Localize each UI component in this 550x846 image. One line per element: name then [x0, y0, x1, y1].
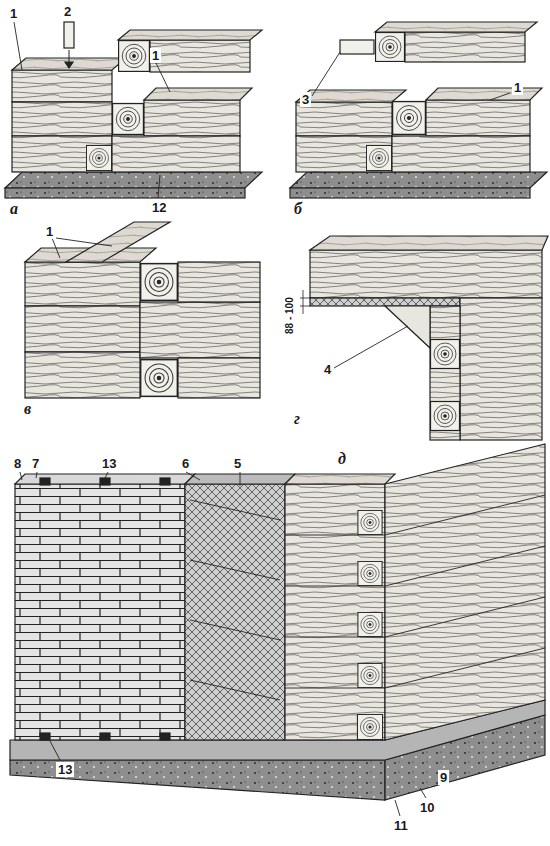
callout-number: 13: [56, 762, 74, 777]
callout-number: 4: [322, 362, 333, 377]
callout-number: 1: [8, 6, 19, 21]
callout-number: 1: [512, 80, 523, 95]
callout-number: 10: [418, 800, 436, 815]
dimension-label: 88 - 100: [284, 295, 296, 336]
callout-number: 9: [438, 770, 449, 785]
callout-number: 7: [30, 456, 41, 471]
callout-number: 12: [150, 200, 168, 215]
panel-letter: д: [336, 450, 348, 468]
callout-number: 6: [180, 456, 191, 471]
callout-number: 1: [44, 224, 55, 239]
callout-number: 8: [12, 456, 23, 471]
panel-letter: в: [22, 400, 33, 418]
panel-letter: г: [292, 410, 302, 428]
panel-letter: а: [8, 200, 20, 218]
callout-number: 11: [392, 818, 410, 833]
callout-number: 1: [150, 48, 161, 63]
callout-number: 3: [300, 92, 311, 107]
callout-number: 13: [100, 456, 118, 471]
callout-number: 2: [62, 4, 73, 19]
callout-number: 5: [232, 456, 243, 471]
panel-letter: б: [292, 200, 304, 218]
